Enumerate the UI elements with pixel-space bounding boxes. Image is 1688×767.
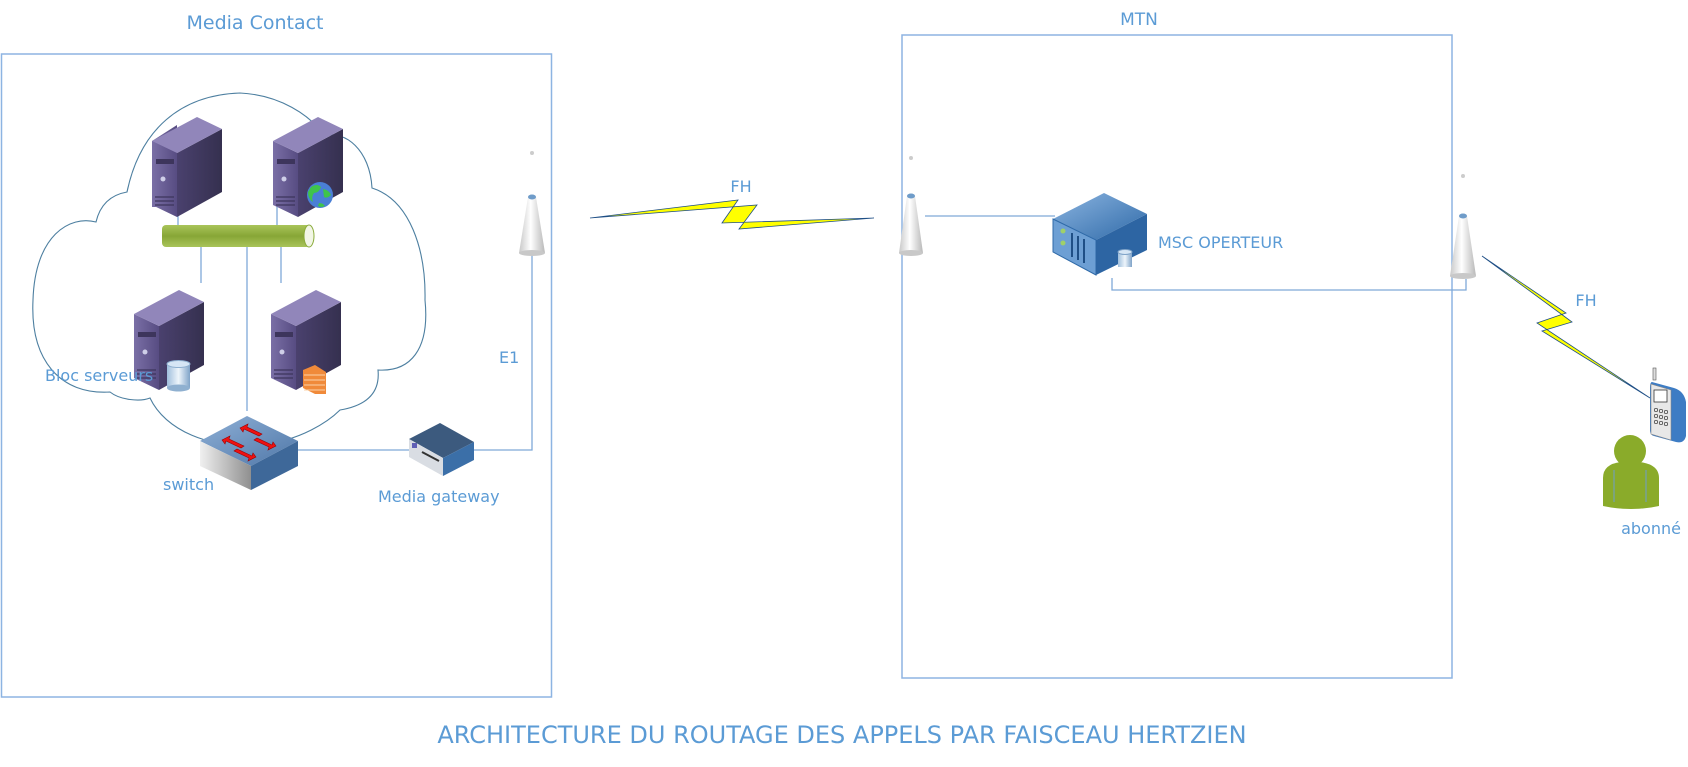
msc-label: MSC OPERTEUR — [1158, 233, 1283, 252]
antenna-tower-2 — [899, 156, 923, 256]
network-bus-pipe — [162, 224, 315, 248]
server-1 — [152, 117, 222, 217]
database-icon — [166, 360, 191, 392]
media-gateway-label: Media gateway — [378, 487, 500, 506]
diagram-title: ARCHITECTURE DU ROUTAGE DES APPELS PAR F… — [437, 721, 1246, 749]
fh-link-2-lightning — [1481, 255, 1651, 399]
server-2-web — [273, 117, 343, 217]
bloc-serveurs-label: Bloc serveurs — [45, 366, 153, 385]
fh-label-1: FH — [730, 177, 751, 196]
e1-label: E1 — [499, 348, 519, 367]
mtn-zone: MTN — [901, 10, 1453, 679]
connection-lines — [177, 205, 1467, 451]
antenna-tower-3 — [1450, 174, 1476, 279]
media-contact-zone: Media Contact — [0, 12, 553, 698]
globe-icon — [307, 182, 333, 208]
switch-arrows-icon — [221, 423, 277, 462]
server-cloud-shape — [32, 92, 427, 446]
firewall-icon — [303, 365, 326, 394]
msc-server-device — [1052, 193, 1147, 276]
fh-link-1-lightning — [589, 199, 875, 230]
switch-label: switch — [163, 475, 214, 494]
switch-device — [200, 416, 298, 490]
mtn-label: MTN — [1120, 10, 1158, 30]
mobile-phone-icon — [1650, 367, 1686, 443]
media-contact-label: Media Contact — [186, 12, 323, 34]
subscriber-label: abonné — [1621, 519, 1681, 538]
server-3-database — [134, 290, 204, 392]
antenna-tower-1 — [519, 151, 545, 256]
subscriber-person-icon — [1603, 435, 1659, 509]
fh-label-2: FH — [1575, 291, 1596, 310]
server-4-firewall — [271, 290, 341, 394]
media-gateway-device — [409, 423, 474, 476]
